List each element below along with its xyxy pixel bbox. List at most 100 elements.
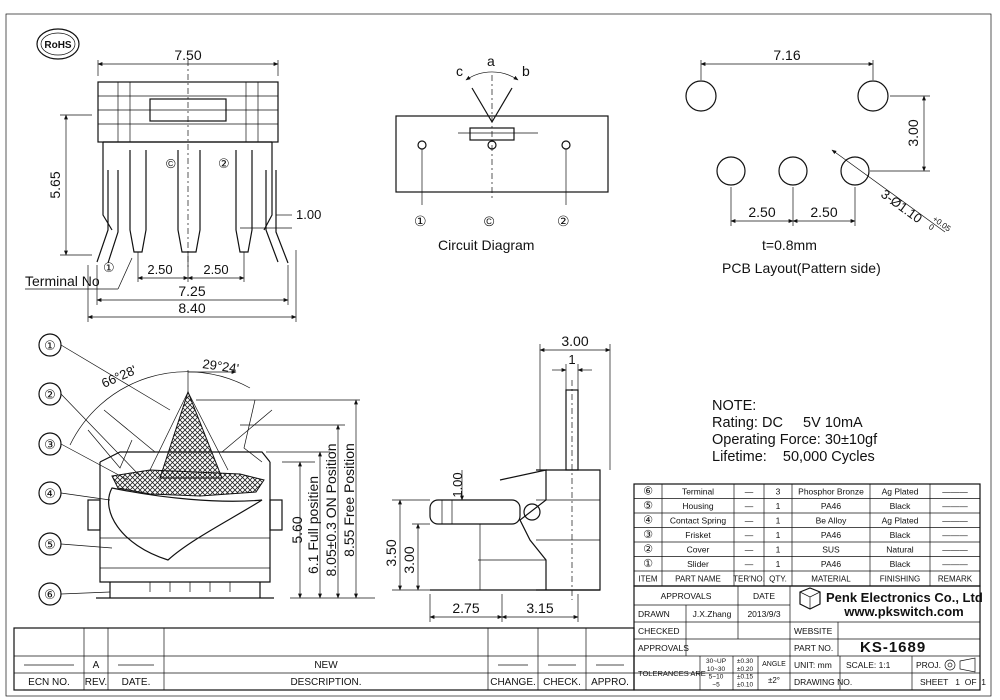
- company-name: Penk Electronics Co., Ltd: [826, 590, 983, 605]
- title-block: APPROVALS DATE DRAWN J.X.Zhang 2013/9/3 …: [633, 585, 986, 691]
- note-force: Operating Force: 30±10gf: [712, 432, 878, 448]
- bom-cell: Cover: [687, 545, 710, 555]
- bom-cell: 1: [776, 501, 781, 511]
- front-pin-c: ©: [166, 156, 176, 171]
- tb-drawn: DRAWN: [638, 609, 670, 619]
- bom-cell: Black: [890, 559, 912, 569]
- dim-1-00: 1.00: [296, 207, 321, 222]
- bom-cell: Phosphor Bronze: [798, 487, 864, 497]
- rev-h-date: DATE.: [122, 677, 151, 688]
- tb-drawn-by: J.X.Zhang: [693, 609, 732, 619]
- dim-5-65: 5.65: [47, 171, 63, 198]
- pcb-title: PCB Layout(Pattern side): [722, 260, 881, 276]
- tb-website: WEBSITE: [794, 626, 833, 636]
- bom-cell: —: [745, 487, 754, 497]
- circuit-pin-c: ©: [484, 213, 495, 229]
- tb-scale: SCALE: 1:1: [846, 660, 891, 670]
- angle-a: a: [487, 53, 495, 69]
- pcb-hole-note: 3-Ø1.10: [878, 186, 925, 226]
- angle-29-24: 29°24': [202, 356, 240, 376]
- bom-cell: ②: [643, 544, 653, 556]
- balloon-4: ④: [44, 486, 56, 501]
- bom-cell: ———: [942, 530, 968, 540]
- circuit-title: Circuit Diagram: [438, 237, 534, 253]
- side-dim-3-15: 3.15: [526, 600, 553, 616]
- company-website: www.pkswitch.com: [843, 604, 963, 619]
- bom-cell: ③: [643, 529, 653, 541]
- projection-symbol-icon: [944, 657, 976, 673]
- dim-7-25: 7.25: [178, 283, 205, 299]
- tol-value: ±0.15: [737, 674, 754, 681]
- tol-value: ±0.30: [737, 658, 754, 665]
- circuit-pin-1: ①: [414, 213, 427, 229]
- bom-cell: PA46: [821, 559, 841, 569]
- tb-approvals2: APPROVALS: [638, 643, 689, 653]
- bom-cell: Be Alloy: [816, 516, 847, 526]
- dim-2-50-a: 2.50: [147, 262, 172, 277]
- tol-range: 10~30: [707, 666, 726, 673]
- circuit-diagram: c a b ① © ② Circuit Diagram: [395, 53, 609, 253]
- tol-value: ±0.20: [737, 666, 754, 673]
- bom-cell: Black: [890, 530, 912, 540]
- tb-angle: ANGLE: [762, 661, 786, 668]
- tb-approvals: APPROVALS: [661, 591, 712, 601]
- bom-cell: Housing: [682, 501, 713, 511]
- bom-cell: —: [745, 516, 754, 526]
- revision-table: A NEW ECN NO. REV. DATE. DESCRIPTION. CH…: [13, 627, 635, 691]
- side-dim-3-50: 3.50: [383, 539, 399, 566]
- bom-cell: —: [745, 559, 754, 569]
- tb-sheet: SHEET 1 OF 1: [920, 677, 986, 687]
- front-pin-1: ①: [103, 260, 115, 275]
- bom-cell: ———: [942, 559, 968, 569]
- bom-header-cell: FINISHING: [880, 575, 920, 584]
- tb-drawn-date: 2013/9/3: [747, 609, 780, 619]
- balloon-3: ③: [44, 437, 56, 452]
- pcb-dim-2-50-a: 2.50: [748, 204, 775, 220]
- bom-cell: ———: [942, 487, 968, 497]
- bom-header-cell: REMARK: [938, 575, 973, 584]
- tol-range: 30~UP: [706, 658, 726, 665]
- dim-2-50-b: 2.50: [203, 262, 228, 277]
- bom-header-cell: QTY.: [769, 575, 787, 584]
- angle-66-28: 66°28': [99, 362, 139, 391]
- front-view: © ② ① 7.50 5.65 1.00 2.50 2.50 7.25 8.4: [25, 47, 321, 322]
- bom-cell: ———: [942, 545, 968, 555]
- rev-letter: A: [93, 660, 100, 671]
- bom-header-cell: MATERIAL: [811, 575, 851, 584]
- sheet-frame: [5, 13, 992, 697]
- tol-range: 5~10: [709, 674, 724, 681]
- dim-7-50: 7.50: [174, 47, 201, 63]
- rohs-badge: RoHS: [36, 28, 80, 60]
- pcb-layout: 7.16 3.00 2.50 2.50 3-Ø1.10 +0.05 0 t=0.…: [685, 47, 953, 276]
- side-view: 3.00 1 1.00 3.50 3.00 2.75 3.15: [383, 333, 611, 622]
- tb-part-no-label: PART NO.: [794, 643, 833, 653]
- tb-tolerances: TOLERANCES ARE: [638, 669, 706, 678]
- bom-cell: PA46: [821, 501, 841, 511]
- bom-header-cell: ITEM: [638, 575, 657, 584]
- pcb-dim-3-00: 3.00: [905, 119, 921, 146]
- front-pin-2: ②: [218, 156, 230, 171]
- rev-h-description: DESCRIPTION.: [290, 677, 361, 688]
- bom-cell: 1: [776, 545, 781, 555]
- rev-h-appro: APPRO.: [591, 677, 629, 688]
- bom-cell: Slider: [687, 559, 709, 569]
- bom-cell: Ag Plated: [882, 487, 919, 497]
- bom-cell: Terminal: [682, 487, 714, 497]
- tb-proj: PROJ.: [916, 660, 941, 670]
- rev-description-new: NEW: [314, 660, 338, 671]
- side-dim-3-00-top: 3.00: [561, 333, 588, 349]
- side-dim-3-00-left: 3.00: [401, 546, 417, 573]
- tb-unit: UNIT: mm: [794, 660, 832, 670]
- note-lifetime: Lifetime: 50,000 Cycles: [712, 449, 875, 465]
- bom-cell: —: [745, 501, 754, 511]
- bom-cell: ⑥: [643, 486, 653, 498]
- section-view: 66°28' 29°24' ① ② ③ ④ ⑤ ⑥: [38, 333, 375, 606]
- bom-cell: ①: [643, 558, 653, 570]
- tol-value: ±0.10: [737, 681, 754, 688]
- balloons: ① ② ③ ④ ⑤ ⑥: [38, 333, 171, 606]
- side-dim-1-00: 1.00: [450, 472, 465, 497]
- bom-cell: Natural: [886, 545, 914, 555]
- bom-cell: SUS: [822, 545, 840, 555]
- angle-b: b: [522, 63, 530, 79]
